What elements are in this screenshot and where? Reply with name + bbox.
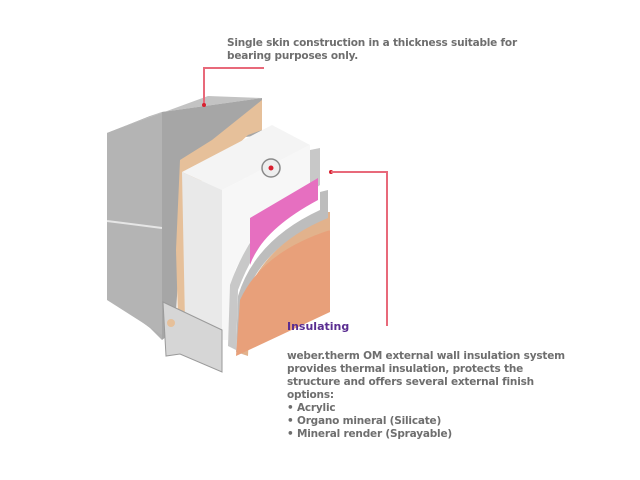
top-leader-line [203,67,205,106]
top-leader-line-horizontal [203,67,264,69]
base-rail [162,301,223,373]
bearing-wall-note: Single skin construction in a thickness … [227,37,517,62]
insulation-board-front [182,172,222,340]
finish-option: Mineral render (Sprayable) [287,428,567,441]
finish-render [236,230,330,356]
primer-layer [236,190,328,354]
right-leader-line-vertical [386,171,388,326]
insulating-heading: Insulating [287,320,350,333]
insulating-description: weber.therm OM external wall insulation … [287,350,567,441]
reinforcing-mesh [250,178,318,265]
concrete-wall-top [107,96,262,133]
finish-options-list: Acrylic Organo mineral (Silicate) Minera… [287,402,567,441]
finish-option: Acrylic [287,402,567,415]
insulation-board-top [182,125,310,190]
finish-option: Organo mineral (Silicate) [287,415,567,428]
mortar-joint [106,220,163,229]
top-leader-dot [202,103,206,107]
rail-fixing [167,319,175,327]
insulation-board-side [222,145,310,340]
insulating-body-text: weber.therm OM external wall insulation … [287,350,565,401]
right-leader-line-horizontal [331,171,387,173]
